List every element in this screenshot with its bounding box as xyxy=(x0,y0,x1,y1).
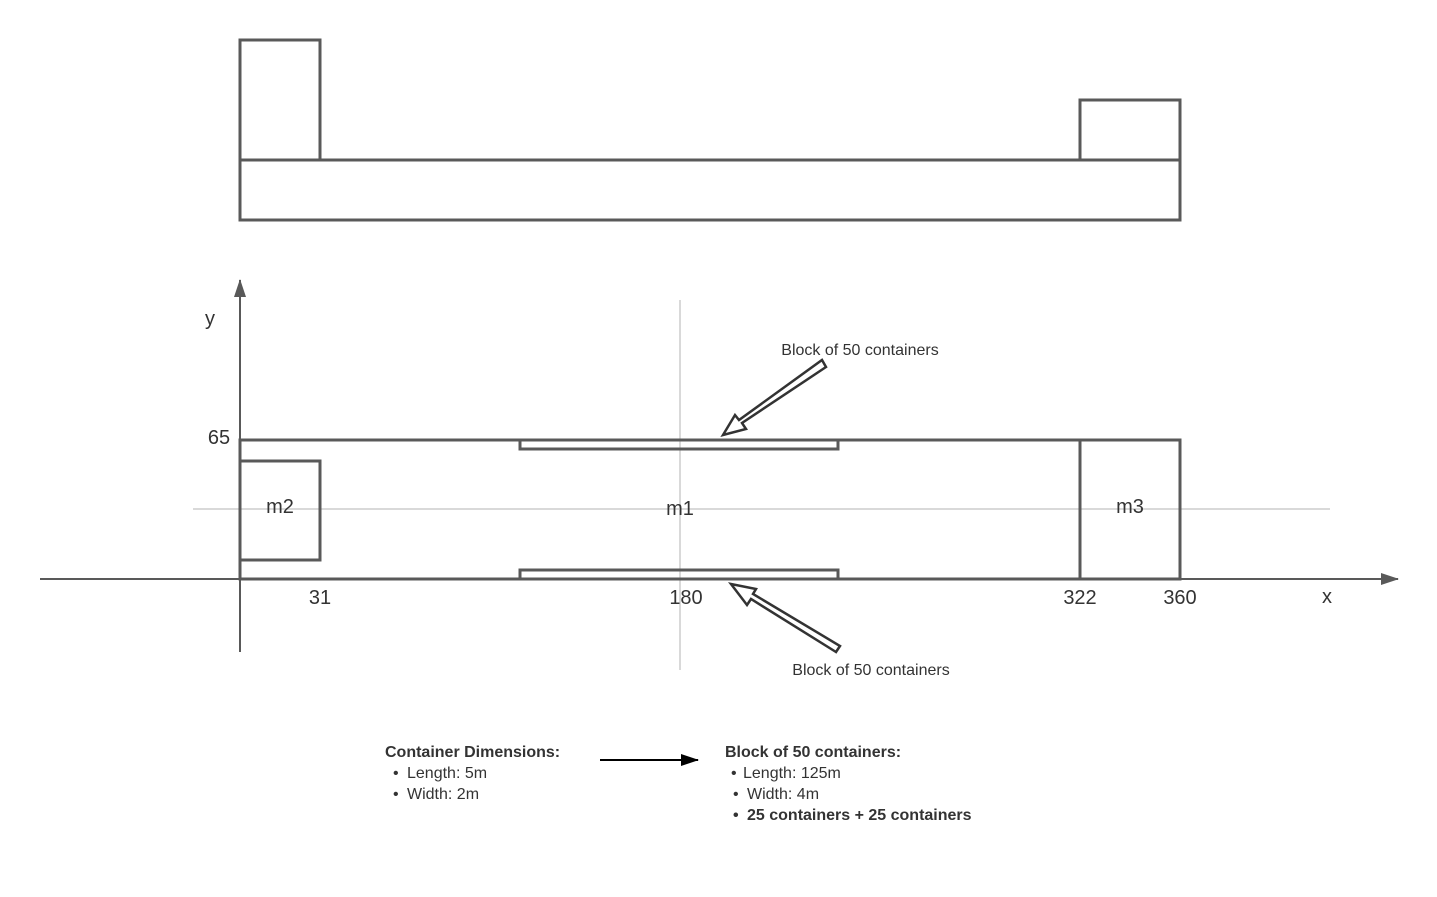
x-axis-label: x xyxy=(1322,586,1332,608)
x-tick-360: 360 xyxy=(1163,587,1196,609)
container-block-top xyxy=(518,438,840,451)
container-block-bottom xyxy=(518,568,840,581)
x-tick-31: 31 xyxy=(309,587,331,609)
mass-label-m1: m1 xyxy=(666,498,694,520)
callout-arrow-top xyxy=(720,358,828,437)
centre-lines xyxy=(193,300,1330,670)
callout-arrow-bottom xyxy=(728,582,842,654)
y-axis-label: y xyxy=(205,308,215,330)
mass-label-m3: m3 xyxy=(1116,496,1144,518)
x-tick-180: 180 xyxy=(669,587,702,609)
container-dimensions-note: Container Dimensions: Length: 5m Width: … xyxy=(385,742,560,805)
block-composition: 25 containers + 25 containers xyxy=(725,805,972,826)
block-length: Length: 125m xyxy=(725,763,972,784)
side-view-hull xyxy=(238,158,1182,222)
mass-label-m2: m2 xyxy=(266,496,294,518)
container-dimensions-title: Container Dimensions: xyxy=(385,744,561,761)
top-view xyxy=(238,438,1182,581)
side-view-m3-block xyxy=(1078,98,1182,162)
block-width: Width: 4m xyxy=(725,784,972,805)
side-view-m2-block xyxy=(238,38,322,162)
block-dimensions-title: Block of 50 containers: xyxy=(725,744,902,761)
block-dimensions-note: Block of 50 containers: Length: 125m Wid… xyxy=(725,742,972,826)
container-dimensions-list: Length: 5m Width: 2m xyxy=(385,763,560,805)
container-length: Length: 5m xyxy=(385,763,560,784)
callout-arrows xyxy=(720,358,842,654)
block-dimensions-list: Length: 125m Width: 4m 25 containers + 2… xyxy=(725,763,972,826)
side-view xyxy=(238,38,1182,222)
m2-region xyxy=(238,459,322,562)
y-tick-65: 65 xyxy=(208,427,230,449)
x-tick-322: 322 xyxy=(1063,587,1096,609)
container-width: Width: 2m xyxy=(385,784,560,805)
callout-label-top: Block of 50 containers xyxy=(781,342,938,359)
callout-label-bottom: Block of 50 containers xyxy=(792,662,949,679)
